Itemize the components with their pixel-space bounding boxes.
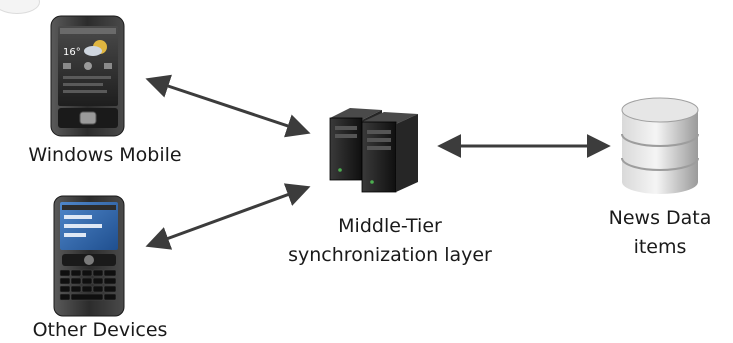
touch-phone-icon: 16° <box>50 15 125 137</box>
middle-tier-label-line2: synchronization layer <box>288 244 492 266</box>
qwerty-phone-icon <box>53 195 125 317</box>
phone-temperature-text: 16° <box>63 47 81 58</box>
news-data-label-line1: News Data <box>608 207 712 229</box>
other-devices-label: Other Devices <box>32 319 168 341</box>
edges <box>145 74 611 250</box>
news-data-label-line2: items <box>633 236 687 258</box>
edge-other-devices-middle-tier <box>145 183 311 250</box>
server-icon <box>329 108 418 193</box>
middle-tier-label-line1: Middle-Tier <box>338 215 442 237</box>
windows-mobile-label: Windows Mobile <box>28 144 182 166</box>
database-icon <box>621 97 699 194</box>
edge-windows-mobile-middle-tier <box>145 74 311 138</box>
